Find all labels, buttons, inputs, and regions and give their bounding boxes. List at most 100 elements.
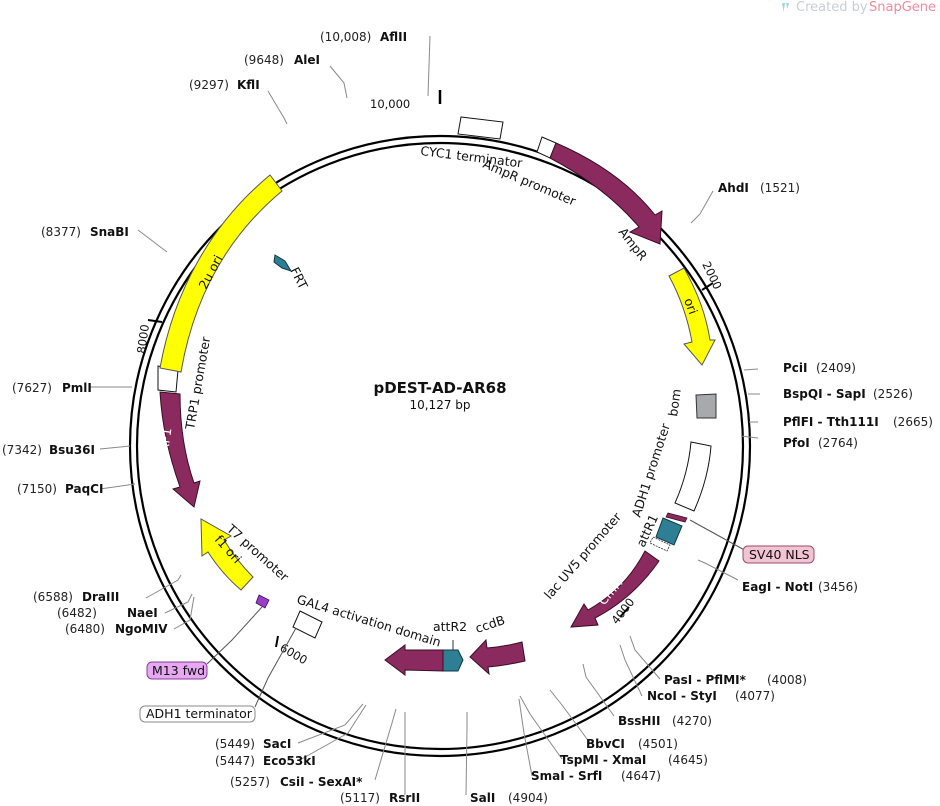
leader-saci xyxy=(297,703,364,744)
site-name: DraIII xyxy=(82,590,119,604)
site-pos: (6480) xyxy=(65,622,105,636)
feature-label-attr2: attR2 xyxy=(433,619,467,634)
site-name: AflII xyxy=(380,30,407,44)
sv40-nls-shape xyxy=(665,512,688,523)
sv40-nls-leader xyxy=(689,519,749,553)
site-pos: (5449) xyxy=(215,737,255,751)
feature-label-m13-fwd: M13 fwd xyxy=(152,663,205,678)
leader-naei xyxy=(164,593,193,614)
tick-2000 xyxy=(701,282,714,291)
cyc1-terminator-shape xyxy=(457,116,504,140)
site-name: BssHII xyxy=(618,714,660,728)
trp1-arrow xyxy=(159,391,201,508)
site-name: KflI xyxy=(237,78,260,92)
leader-paqci xyxy=(99,483,136,490)
2u-ori-arrow xyxy=(159,174,283,373)
site-pos: (7627) xyxy=(12,381,52,395)
feature-label-bom: bom xyxy=(665,388,684,418)
feature-label-frt: FRT xyxy=(287,265,311,292)
site-name: PciI xyxy=(783,361,808,375)
leader-bbvci xyxy=(549,689,591,744)
leader-pcii xyxy=(743,368,759,371)
snapgene-logo-icon xyxy=(782,3,789,12)
adh1-promoter-shape xyxy=(674,441,712,512)
site-pos: (1521) xyxy=(760,181,800,195)
tick-label-10000: 10,000 xyxy=(370,97,410,111)
site-name: EagI - NotI xyxy=(742,580,813,594)
feature-label-ccdb: ccdB xyxy=(473,612,506,636)
site-pos: (4904) xyxy=(508,791,548,805)
tick-label-2000: 2000 xyxy=(699,259,724,291)
leader-csii xyxy=(374,708,397,781)
plasmid-name: pDEST-AD-AR68 xyxy=(373,379,506,397)
attr2-shape xyxy=(442,649,464,672)
leader-draiii xyxy=(145,574,182,599)
bom-shape xyxy=(695,393,717,419)
site-pos: (5447) xyxy=(215,754,255,768)
site-name: BspQI - SapI xyxy=(783,387,866,401)
site-name: PmlI xyxy=(62,381,92,395)
backbone-inner-ring xyxy=(135,141,745,751)
site-pos: (9648) xyxy=(244,53,284,67)
leader-alei xyxy=(329,65,348,99)
plasmid-size: 10,127 bp xyxy=(409,398,470,412)
site-pos: (9297) xyxy=(189,78,229,92)
leader-snabi xyxy=(137,229,168,253)
site-name: RsrII xyxy=(389,791,420,805)
site-pos: (7342) xyxy=(2,443,42,457)
leader-ncoi xyxy=(619,644,643,697)
attr1-shape xyxy=(655,517,683,546)
site-name: PasI - PflMI* xyxy=(664,673,747,687)
site-name: NcoI - StyI xyxy=(647,689,717,703)
site-name: CsiI - SexAI* xyxy=(280,775,363,789)
site-pos: (5117) xyxy=(340,791,380,805)
leader-pfoi xyxy=(740,435,759,439)
site-pos: (5257) xyxy=(230,775,270,789)
feature-label-ori: ori xyxy=(681,296,701,316)
feature-label-adh1-terminator: ADH1 terminator xyxy=(146,706,253,721)
leader-kfli xyxy=(267,90,288,125)
site-pos: (8377) xyxy=(41,225,81,239)
ori-arrow xyxy=(668,267,716,366)
site-pos: (6482) xyxy=(57,606,97,620)
site-name: PflFI - Tth111I xyxy=(783,415,879,429)
m13-fwd-label-box xyxy=(146,661,208,680)
leader-bsu36i xyxy=(99,445,131,450)
site-name: PfoI xyxy=(783,436,810,450)
feature-label-adh1-promoter: ADH1 promoter xyxy=(629,421,674,519)
site-pos: (4645) xyxy=(668,753,708,767)
sv40-nls-label-box xyxy=(742,545,815,564)
tick-label-6000: 6000 xyxy=(278,640,310,667)
site-pos: (2665) xyxy=(893,415,933,429)
adh1-terminator-shape xyxy=(292,610,323,639)
adh1-terminator-leader xyxy=(254,627,297,708)
ccdb-arrow xyxy=(469,638,526,676)
leader-ahdi xyxy=(690,190,714,224)
site-pos: (4270) xyxy=(672,714,712,728)
site-pos: (4501) xyxy=(638,737,678,751)
site-leader-lines xyxy=(90,35,760,796)
restriction-site-labels: (10,008) AflII (9648) AleI (9297) KflI A… xyxy=(2,30,933,805)
site-pos: (3456) xyxy=(818,580,858,594)
tick-6000 xyxy=(275,635,279,648)
site-name: SmaI - SrfI xyxy=(531,769,602,783)
ampr-arrow xyxy=(549,142,663,245)
adh1-terminator-label-box xyxy=(139,705,256,723)
site-name: NaeI xyxy=(127,606,158,620)
frt-shape xyxy=(273,254,293,272)
f1-ori-arrow xyxy=(200,518,254,591)
tick-label-8000: 8000 xyxy=(134,323,152,354)
site-name: TspMI - XmaI xyxy=(560,753,646,767)
leader-sali xyxy=(465,712,468,796)
site-pos: (4077) xyxy=(735,689,775,703)
leader-eco53ki xyxy=(299,704,367,761)
feature-label-trp1-promoter: TRP1 promoter xyxy=(182,335,213,432)
leader-aflii xyxy=(427,35,431,97)
leader-pasi xyxy=(629,635,661,680)
cmr-arrow xyxy=(570,550,660,628)
snapgene-watermark: Created by SnapGene xyxy=(782,0,936,15)
watermark-brand: SnapGene xyxy=(869,0,936,15)
site-name: SacI xyxy=(263,737,291,751)
feature-label-sv40-nls: SV40 NLS xyxy=(749,547,810,562)
